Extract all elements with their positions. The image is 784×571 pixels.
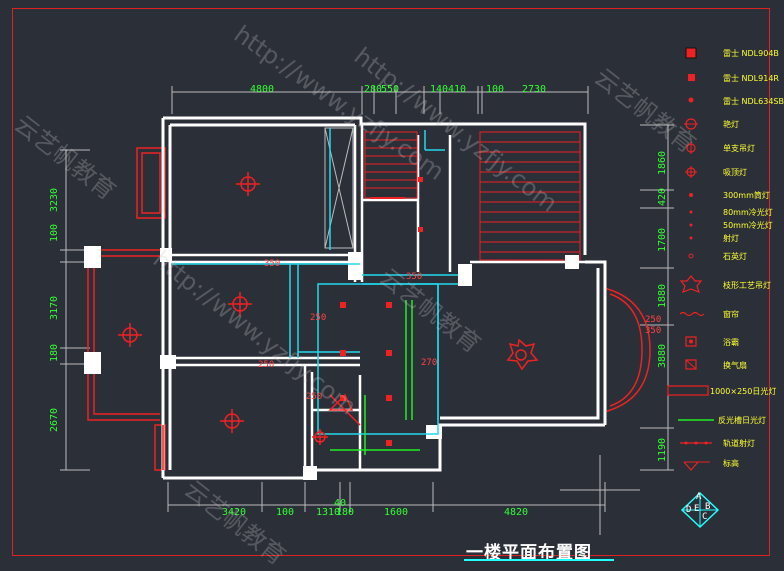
columns <box>84 246 579 480</box>
legend-label: 轨道射灯 <box>723 439 755 448</box>
cove-lighting <box>330 300 420 455</box>
legend-label: 50mm冷光灯 <box>723 221 773 230</box>
dim-top-2: 280 <box>364 84 383 95</box>
dim-bottom-2: 100 <box>276 507 295 518</box>
dim-left-4: 180 <box>49 343 60 362</box>
dim-bottom-4: 180 <box>336 507 355 518</box>
legend-label: 单支吊灯 <box>723 144 755 153</box>
dim-top-7: 2730 <box>522 84 547 95</box>
legend-label: 1000×250日光灯 <box>710 387 777 396</box>
dim-top-6: 100 <box>486 84 505 95</box>
room-label: 350 <box>264 259 281 269</box>
compass-letter: A <box>696 492 702 502</box>
legend-label: 标高 <box>723 459 739 468</box>
legend-label: 80mm冷光灯 <box>723 208 773 217</box>
dim-right-3: 1700 <box>657 227 668 252</box>
legend-label: 雷士 NDL904B <box>723 49 779 58</box>
room-label: 270 <box>421 358 438 368</box>
drawing-frame <box>12 8 770 556</box>
dim-top-3: 550 <box>381 84 400 95</box>
compass-letter: C <box>702 512 708 522</box>
legend-label: 艳灯 <box>723 120 739 129</box>
dim-right-1: 1860 <box>657 150 668 175</box>
downlights <box>340 177 423 446</box>
dim-left-2: 100 <box>49 223 60 242</box>
top-dimension-line <box>171 86 589 114</box>
dim-top-1: 4800 <box>250 84 275 95</box>
dim-top-5: 410 <box>448 84 467 95</box>
right-dimension-line <box>640 124 674 471</box>
dim-right-5: 3880 <box>657 343 668 368</box>
left-dimension-line <box>60 149 90 471</box>
legend-label: 浴霸 <box>723 338 739 347</box>
room-label: 250 <box>258 360 275 370</box>
drawing-title: 一楼平面布置图 <box>466 543 592 563</box>
room-label: 350 <box>406 272 423 282</box>
dim-bottom-6: 4820 <box>504 507 529 518</box>
ceiling-lamps <box>118 172 328 445</box>
dim-right-2: 420 <box>657 187 668 206</box>
exterior-walls <box>161 116 607 480</box>
living-chandelier <box>506 338 539 371</box>
right-bay-window <box>603 287 651 413</box>
dim-right-4: 1880 <box>657 283 668 308</box>
legend-label: 300mm筒灯 <box>723 191 770 200</box>
dim-bottom-1: 3420 <box>222 507 247 518</box>
dim-bottom-7: 40 <box>334 498 347 509</box>
dim-left-3: 3170 <box>49 295 60 320</box>
dim-bottom-3: 1310 <box>316 507 341 518</box>
dim-right-6: 1190 <box>657 437 668 462</box>
dim-left-5: 2670 <box>49 407 60 432</box>
right-stair <box>479 131 581 261</box>
legend-label: 吸顶灯 <box>723 168 747 177</box>
wardrobe <box>324 127 354 249</box>
ceiling-lines <box>172 128 458 435</box>
room-label: 250 <box>645 315 662 325</box>
legend-icons <box>667 47 714 471</box>
dim-top-4: 140 <box>430 84 449 95</box>
left-stair <box>364 131 418 199</box>
legend-label: 反光槽日光灯 <box>718 416 766 425</box>
legend-label: 雷士 NDL634SB <box>723 97 784 106</box>
legend-label: 换气扇 <box>723 361 747 370</box>
room-label: 350 <box>645 326 662 336</box>
title-underline <box>464 559 614 561</box>
room-label: 250 <box>306 392 323 402</box>
left-balcony <box>87 147 166 471</box>
compass <box>560 455 720 535</box>
room-label: 250 <box>310 313 327 323</box>
legend-label: 雷士 NDL914R <box>723 74 779 83</box>
compass-letter: D <box>686 505 692 515</box>
compass-letter: E <box>694 504 700 514</box>
dim-left-1: 3230 <box>49 187 60 212</box>
legend-label: 窗帘 <box>723 310 739 319</box>
dim-bottom-5: 1600 <box>384 507 409 518</box>
doors <box>162 393 361 470</box>
bottom-dimension-line <box>167 482 606 512</box>
compass-letter: B <box>705 502 711 512</box>
legend-label: 石英灯 <box>723 252 747 261</box>
legend-label: 枝形工艺吊灯 <box>723 281 771 290</box>
legend-label: 射灯 <box>723 234 739 243</box>
